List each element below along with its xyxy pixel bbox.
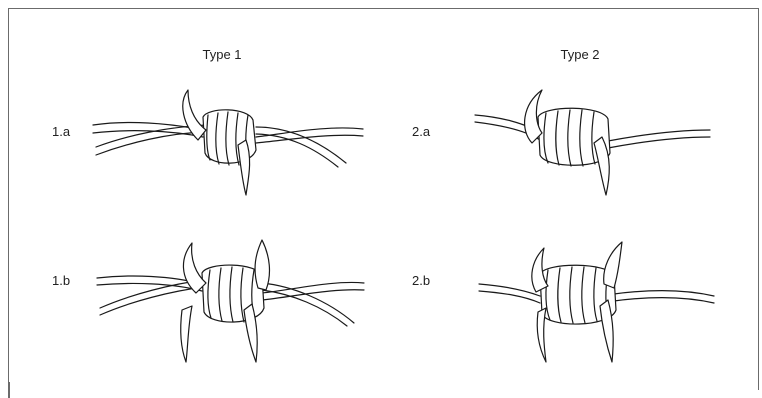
label-2a: 2.a	[412, 124, 430, 139]
label-2b: 2.b	[412, 273, 430, 288]
barbed-wire-1a-illustration	[88, 85, 368, 200]
barbed-wire-1b-illustration	[92, 238, 372, 368]
column-title-type-1: Type 1	[202, 47, 241, 62]
column-title-type-2: Type 2	[560, 47, 599, 62]
frame-edge	[8, 382, 10, 398]
label-1b: 1.b	[52, 273, 70, 288]
barbed-wire-2a-illustration	[470, 85, 720, 200]
label-1a: 1.a	[52, 124, 70, 139]
barbed-wire-2b-illustration	[474, 238, 724, 368]
